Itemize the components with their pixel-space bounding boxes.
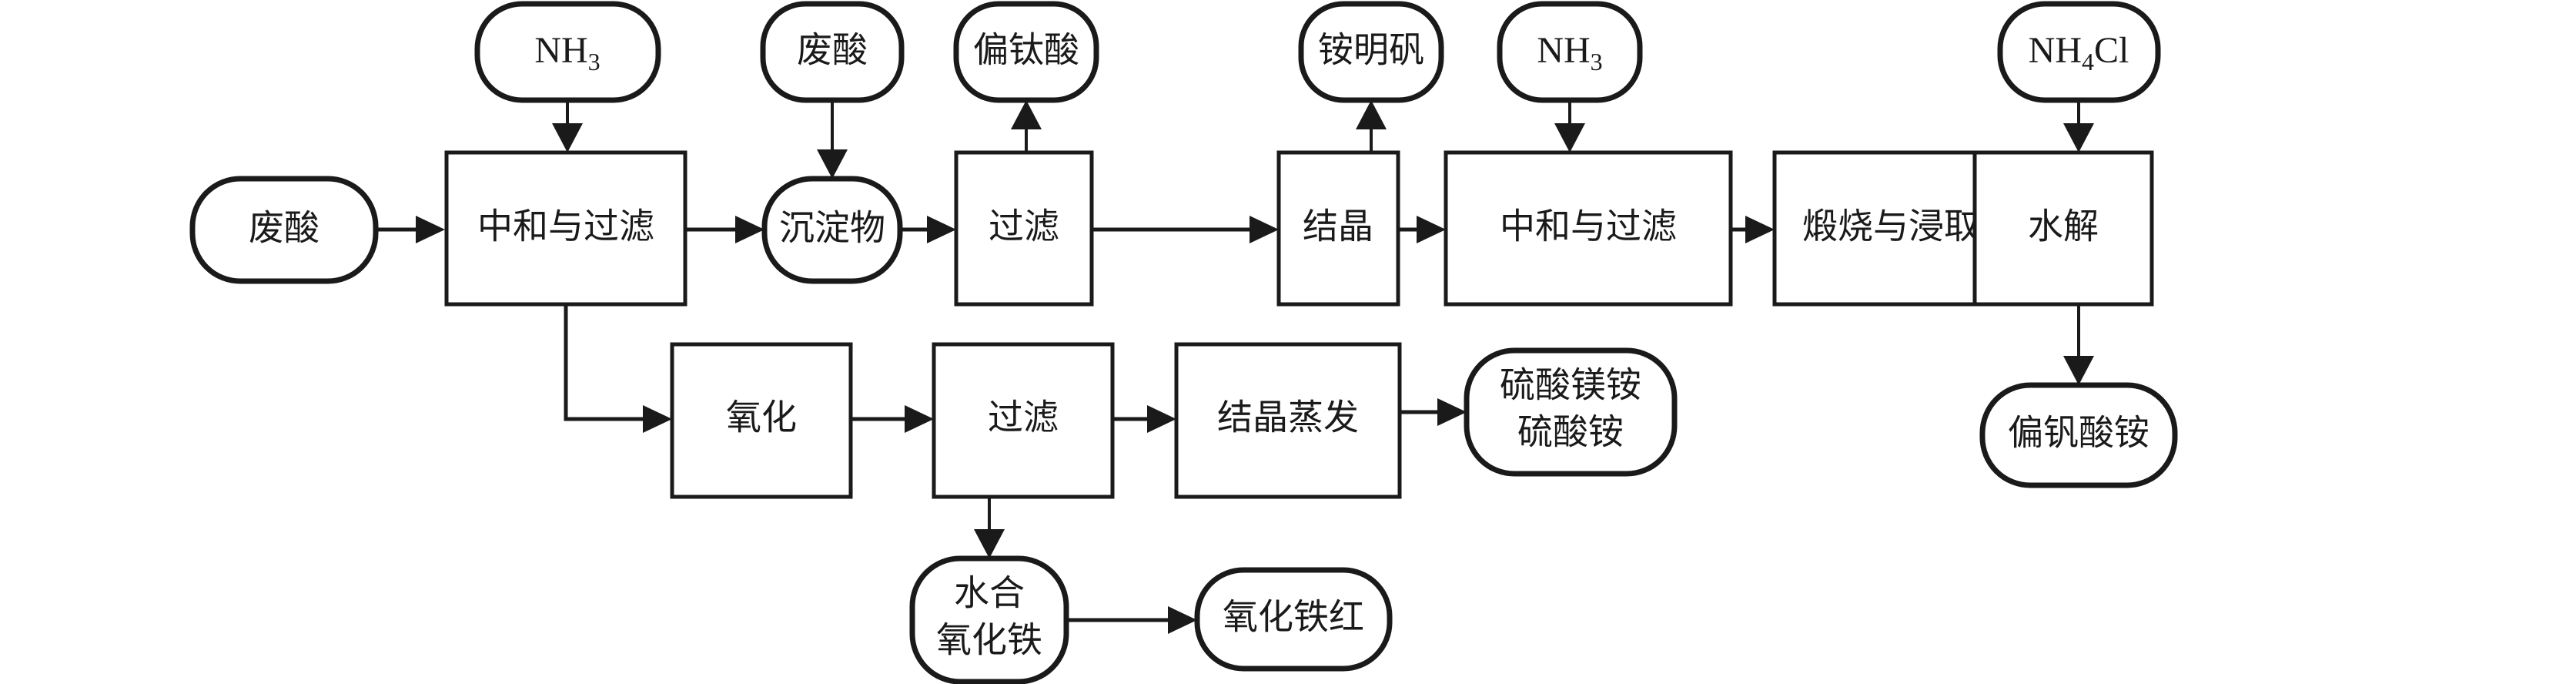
node-metatitanic-acid[interactable]: 偏钛酸 <box>953 1 1099 103</box>
node-filter-1[interactable]: 过滤 <box>954 150 1094 307</box>
node-waste-acid-2-label: 废酸 <box>797 31 868 70</box>
node-neutralize-filter-2-label: 中和与过滤 <box>1500 207 1677 246</box>
node-ammonium-metavanadate-label: 偏钒酸铵 <box>2008 414 2149 453</box>
node-filter-2-label: 过滤 <box>988 398 1059 438</box>
edge-crystallize-to-ammonium-alum <box>1356 100 1387 153</box>
node-waste-acid-1[interactable]: 废酸 <box>189 176 379 284</box>
edge-hydrolysis-to-ammonium-metavanadate <box>2063 304 2094 385</box>
node-iron-oxide-red[interactable]: 氧化铁红 <box>1194 567 1393 672</box>
node-crystallize-label: 结晶 <box>1303 207 1373 246</box>
node-hydrated-iron-oxide-label-line2: 氧化铁 <box>936 621 1042 660</box>
node-neutralize-filter-2[interactable]: 中和与过滤 <box>1444 150 1733 307</box>
node-filter-2[interactable]: 过滤 <box>932 342 1115 499</box>
node-nh3-2[interactable]: NH3 <box>1497 1 1643 103</box>
node-nh4cl-label: NH4Cl <box>2029 30 2129 75</box>
node-crystallize-evaporate-label: 结晶蒸发 <box>1217 398 1359 438</box>
node-neutralize-filter-1[interactable]: 中和与过滤 <box>444 150 687 307</box>
edge-nh3-2-to-neutralize-filter-2 <box>1554 100 1585 153</box>
edge-waste-acid-1-to-neutralize-filter-1 <box>376 216 445 243</box>
node-hydrated-iron-oxide-label-line1: 水合 <box>954 574 1025 613</box>
node-nh3-2-label: NH3 <box>1537 30 1602 75</box>
edge-hydrated-iron-oxide-to-iron-oxide-red <box>1066 606 1197 634</box>
edge-crystallize-evaporate-to-mg-ammonium-sulfate <box>1400 398 1467 426</box>
node-mg-ammonium-sulfate-label-line1: 硫酸镁铵 <box>1500 366 1641 405</box>
node-iron-oxide-red-label: 氧化铁红 <box>1223 598 1364 637</box>
node-waste-acid-1-label: 废酸 <box>249 209 319 248</box>
edge-filter-1-to-crystallize <box>1092 216 1279 243</box>
node-neutralize-filter-1-label: 中和与过滤 <box>477 207 654 246</box>
edge-neutralize-filter-1-to-oxidation <box>564 304 672 433</box>
node-crystallize-evaporate[interactable]: 结晶蒸发 <box>1174 342 1402 499</box>
node-filter-1-label: 过滤 <box>989 207 1059 246</box>
edge-neutralize-filter-1-to-precipitate <box>685 216 764 243</box>
edge-waste-acid-2-to-precipitate <box>817 100 848 179</box>
edge-precipitate-to-filter-1 <box>900 216 956 243</box>
node-ammonium-alum[interactable]: 铵明矾 <box>1298 1 1444 103</box>
node-precipitate-label: 沉淀物 <box>779 209 885 248</box>
node-calcine-leach[interactable]: 煅烧与浸取 <box>1772 150 2010 307</box>
edge-nh3-1-to-neutralize-filter-1 <box>552 100 583 153</box>
node-waste-acid-2[interactable]: 废酸 <box>760 1 905 103</box>
node-precipitate[interactable]: 沉淀物 <box>761 176 903 284</box>
edge-filter-2-to-crystallize-evaporate <box>1112 405 1176 433</box>
node-oxidation[interactable]: 氧化 <box>670 342 853 499</box>
node-hydrolysis-label: 水解 <box>2028 207 2099 246</box>
node-nh3-1[interactable]: NH3 <box>474 1 661 103</box>
node-ammonium-metavanadate[interactable]: 偏钒酸铵 <box>1979 382 2178 488</box>
edge-oxidation-to-filter-2 <box>851 405 934 433</box>
node-mg-ammonium-sulfate[interactable]: 硫酸镁铵 硫酸铵 <box>1464 347 1678 477</box>
edge-neutralize-filter-2-to-calcine-leach <box>1731 216 1775 243</box>
edge-filter-2-to-hydrated-iron-oxide <box>974 497 1005 558</box>
edge-crystallize-to-neutralize-filter-2 <box>1398 216 1446 243</box>
node-mg-ammonium-sulfate-label-line2: 硫酸铵 <box>1517 413 1624 452</box>
node-nh4cl[interactable]: NH4Cl <box>1997 1 2161 103</box>
node-ammonium-alum-label: 铵明矾 <box>1318 31 1424 70</box>
node-crystallize[interactable]: 结晶 <box>1276 150 1400 307</box>
node-hydrolysis[interactable]: 水解 <box>1972 150 2154 307</box>
nodes-layer: 废酸 NH3 中和与过滤 废酸 沉淀物 <box>189 1 2178 684</box>
edge-nh4cl-to-hydrolysis <box>2063 100 2094 153</box>
node-metatitanic-acid-label: 偏钛酸 <box>973 31 1079 70</box>
node-oxidation-label: 氧化 <box>726 398 797 438</box>
node-nh3-1-label: NH3 <box>534 30 600 75</box>
node-hydrated-iron-oxide[interactable]: 水合 氧化铁 <box>909 555 1069 684</box>
node-calcine-leach-label: 煅烧与浸取 <box>1802 207 1979 246</box>
edge-filter-1-to-metatitanic-acid <box>1011 100 1042 153</box>
